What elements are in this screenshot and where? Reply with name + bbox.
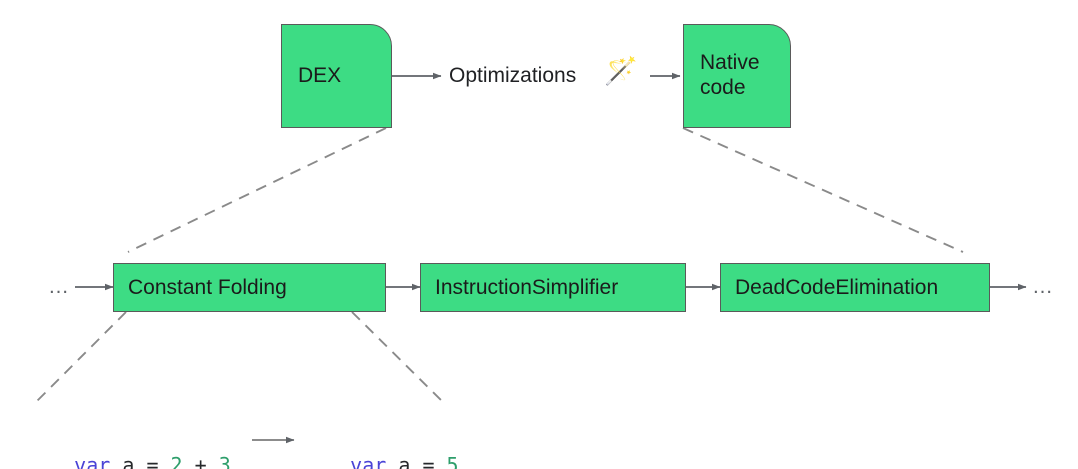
dex-node[interactable]: DEX (281, 24, 392, 128)
native-code-node-label-line2: code (700, 76, 746, 99)
pass-node-dead-code-elimination-label: DeadCodeElimination (735, 275, 939, 299)
code-assign-before: = (146, 453, 159, 469)
native-code-node-label-line1: Native (700, 51, 760, 75)
optimizations-label: Optimizations (449, 64, 577, 87)
magic-wand-icon: 🪄 (604, 56, 638, 86)
code-keyword-var-after: var (350, 453, 387, 469)
dex-node-label: DEX (298, 63, 342, 87)
pass-node-constant-folding[interactable]: Constant Folding (113, 263, 386, 312)
pass-node-instruction-simplifier[interactable]: InstructionSimplifier (420, 263, 686, 312)
pass-node-instruction-simplifier-label: InstructionSimplifier (435, 275, 619, 299)
code-identifier-a-before: a (122, 453, 135, 469)
code-folded-value: 5 (446, 453, 459, 469)
code-operator-plus: + (194, 453, 207, 469)
code-example-before: var a = 2 + 3 (26, 429, 231, 469)
code-example-after: var a = 5 (302, 429, 459, 469)
code-operand-right: 3 (218, 453, 231, 469)
dashed-guide-dex-to-pipeline (127, 127, 387, 253)
dashed-guide-pass-to-code-left (33, 311, 127, 405)
code-assign-after: = (422, 453, 435, 469)
code-keyword-var-before: var (74, 453, 111, 469)
code-identifier-a-after: a (398, 453, 411, 469)
native-code-node[interactable]: Native code (683, 24, 791, 128)
code-operand-left: 2 (170, 453, 183, 469)
pass-node-dead-code-elimination[interactable]: DeadCodeElimination (720, 263, 990, 312)
pipeline-trailing-ellipsis: … (1032, 275, 1054, 298)
dashed-guide-pass-to-code-right (351, 311, 446, 405)
pipeline-leading-ellipsis: … (48, 275, 70, 298)
dashed-guide-native-to-pipeline (682, 127, 964, 253)
pass-node-constant-folding-label: Constant Folding (128, 275, 287, 299)
